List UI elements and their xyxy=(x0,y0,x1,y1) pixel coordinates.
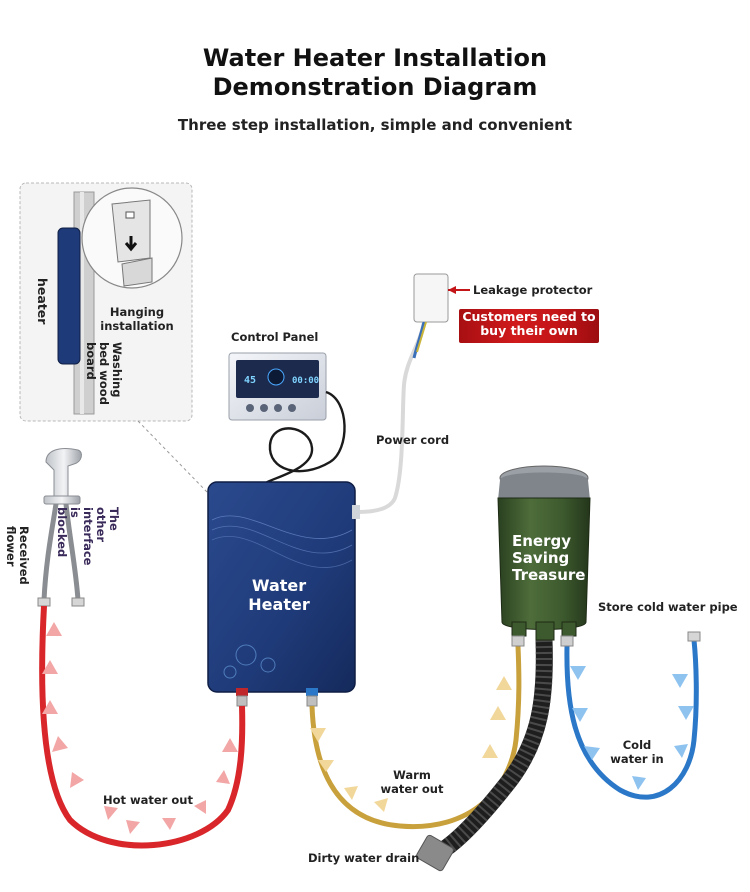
energy-saving-treasure-icon xyxy=(497,465,591,647)
energy-saving-label: Energy Saving Treasure xyxy=(512,532,586,584)
leakage-protector-label: Leakage protector xyxy=(473,283,593,297)
cold-water-in-label: Cold water in xyxy=(610,738,664,766)
power-cord-label: Power cord xyxy=(376,433,450,447)
svg-text:45: 45 xyxy=(244,375,256,386)
inset-panel xyxy=(19,182,208,493)
dirty-drain-label: Dirty water drain xyxy=(308,851,420,865)
control-panel-label: Control Panel xyxy=(231,330,319,344)
svg-text:00:00: 00:00 xyxy=(292,376,319,386)
store-cold-label: Store cold water pipe xyxy=(598,600,738,614)
inset-hanging-label: Hanging installation xyxy=(100,305,174,333)
faucet-icon xyxy=(37,448,85,607)
customers-note-badge: Customers need to buy their own xyxy=(459,309,599,343)
warm-water-out-label: Warm water out xyxy=(380,768,444,796)
flow-arrows-warm xyxy=(310,676,512,812)
inset-board-label: Washing bed wood board xyxy=(84,342,124,405)
water-heater-label: Water Heater xyxy=(248,576,310,614)
warm-water-pipe xyxy=(309,645,522,830)
inset-heater-label: heater xyxy=(35,278,50,325)
hot-water-out-label: Hot water out xyxy=(103,793,193,807)
other-interface-label: The other interface is blocked xyxy=(55,507,121,566)
flow-arrows-hot xyxy=(42,622,238,834)
water-heater-icon xyxy=(207,481,360,707)
title-line-1: Water Heater Installation xyxy=(202,44,548,72)
title-line-2: Demonstration Diagram xyxy=(212,73,538,101)
control-panel-icon: 45 00:00 xyxy=(228,352,346,487)
cold-water-pipe xyxy=(564,639,699,800)
drain-hose-icon xyxy=(416,639,553,872)
received-flower-label: Received flower xyxy=(4,526,31,585)
leakage-protector-icon xyxy=(357,273,470,514)
subtitle: Three step installation, simple and conv… xyxy=(177,116,573,134)
flow-arrows-cold xyxy=(570,666,694,790)
